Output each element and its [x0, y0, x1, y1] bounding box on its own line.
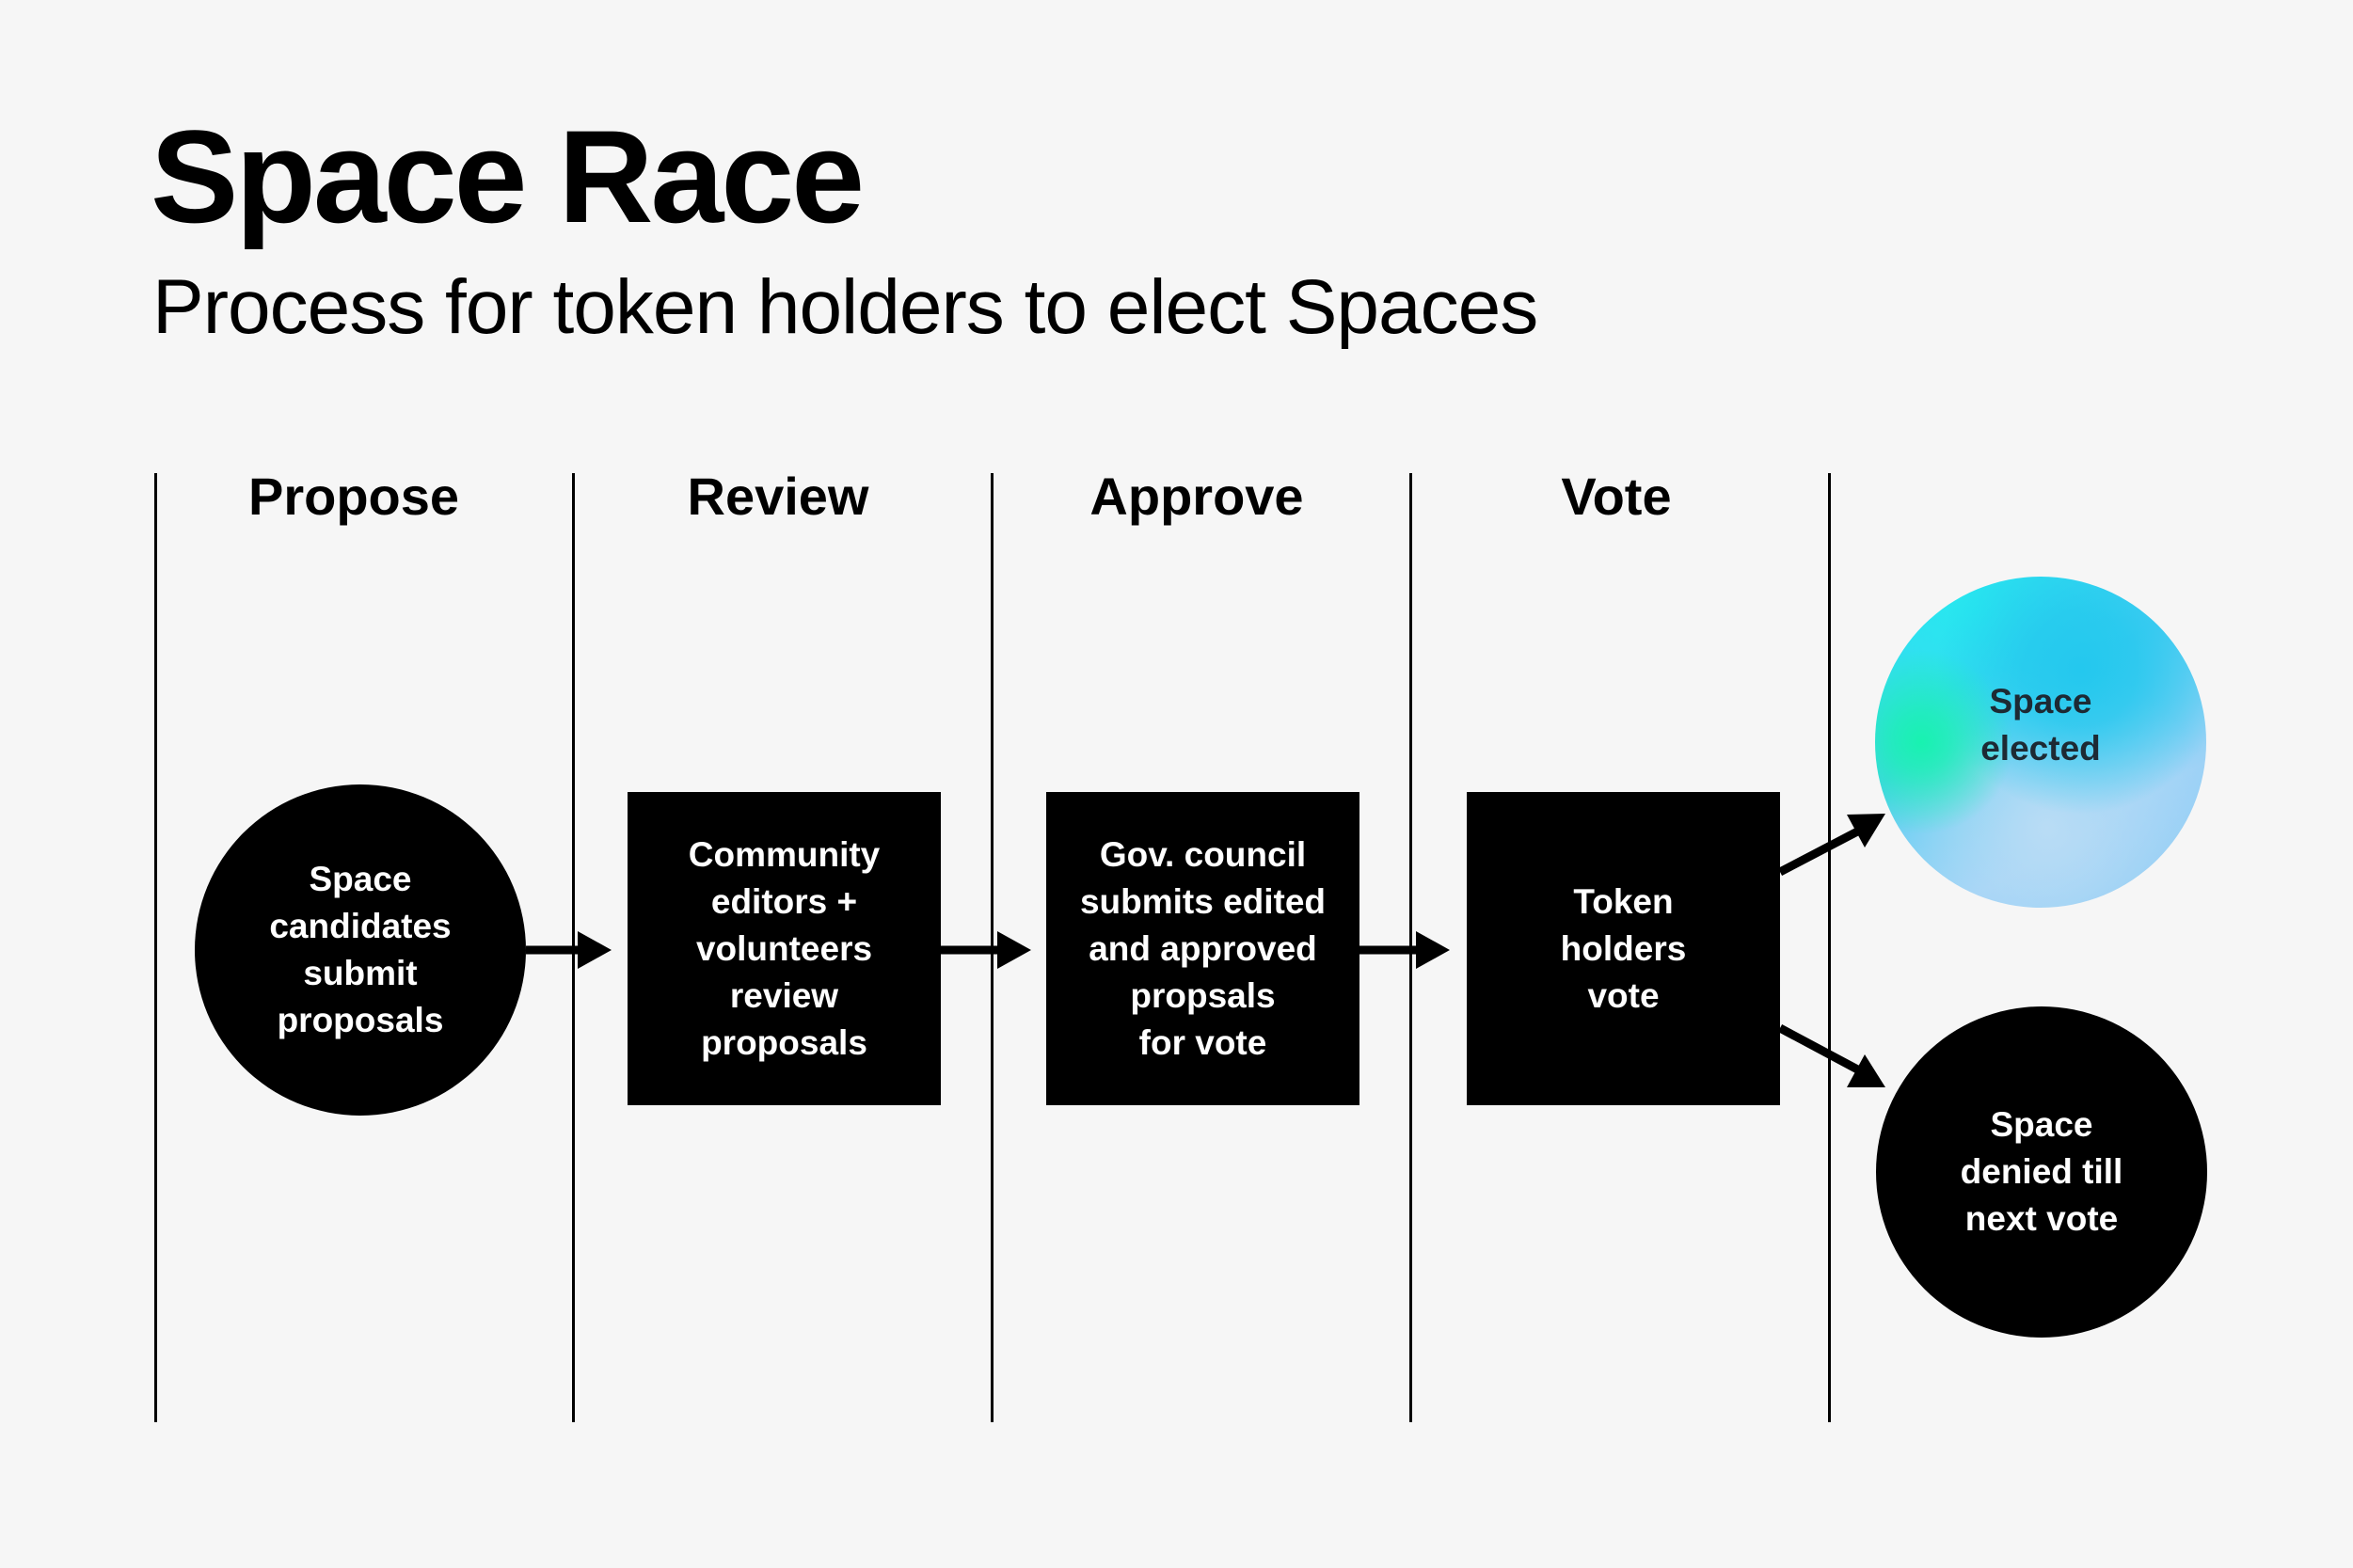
lane-divider — [1828, 473, 1831, 1422]
stage-label-propose: Propose — [247, 467, 460, 526]
stage-label-vote: Vote — [1561, 467, 1672, 526]
vote-node: Token holders vote — [1467, 792, 1780, 1105]
arrow-vote-elected — [1777, 814, 1885, 876]
stage-label-approve: Approve — [1089, 467, 1304, 526]
review-node: Community editors + volunteers review pr… — [628, 792, 941, 1105]
arrow-propose-review — [526, 931, 612, 969]
lane-divider — [154, 473, 157, 1422]
propose-node: Space candidates submit proposals — [195, 784, 526, 1116]
page-title: Space Race — [151, 103, 865, 250]
denied-node: Space denied till next vote — [1876, 1006, 2207, 1338]
arrow-vote-denied — [1777, 1024, 1885, 1087]
elected-node: Space elected — [1875, 577, 2206, 908]
arrow-approve-vote — [1359, 931, 1450, 969]
arrow-review-approve — [941, 931, 1031, 969]
page-subtitle: Process for token holders to elect Space… — [152, 264, 1538, 350]
approve-node: Gov. council submits edited and approved… — [1046, 792, 1359, 1105]
stage-label-review: Review — [687, 467, 869, 526]
